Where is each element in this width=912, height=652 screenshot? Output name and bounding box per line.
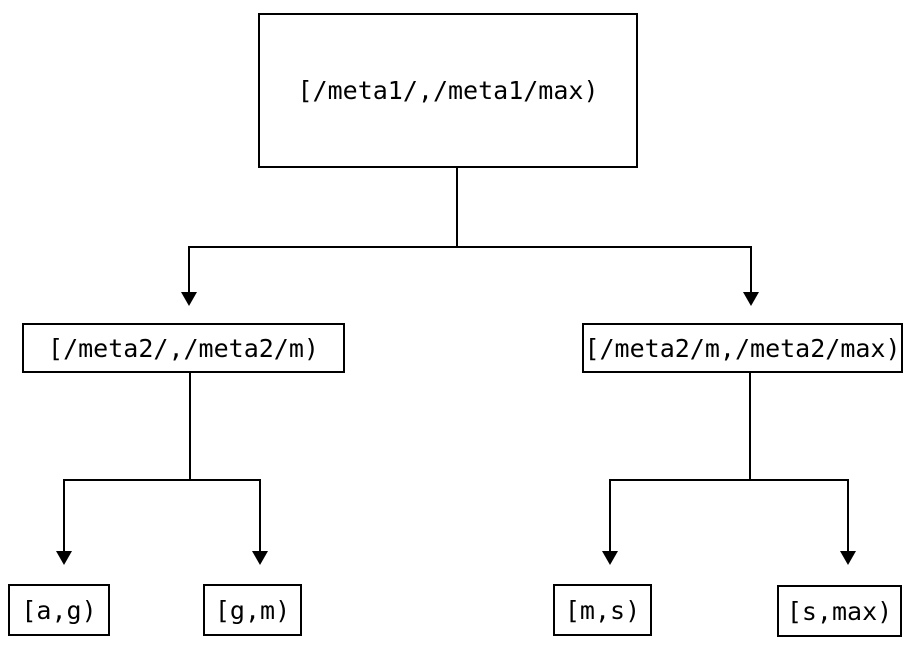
- node-root-range: [/meta1/,/meta1/max): [258, 13, 638, 168]
- connector-root-drop-right: [750, 246, 752, 293]
- node-leaf-ag-range: [a,g): [8, 584, 110, 636]
- connector-left-drop-right: [259, 479, 261, 552]
- arrow-down-icon: [56, 551, 72, 565]
- arrow-down-icon: [602, 551, 618, 565]
- node-meta2-right-range: [/meta2/m,/meta2/max): [582, 323, 903, 373]
- node-leaf-gm-range: [g,m): [203, 584, 302, 636]
- node-leaf-ms-range: [m,s): [553, 584, 652, 636]
- connector-root-drop-left: [188, 246, 190, 293]
- arrow-down-icon: [840, 551, 856, 565]
- connector-left-stem: [189, 373, 191, 481]
- node-meta2-left-range: [/meta2/,/meta2/m): [22, 323, 345, 373]
- connector-left-drop-left: [63, 479, 65, 552]
- arrow-down-icon: [743, 292, 759, 306]
- arrow-down-icon: [252, 551, 268, 565]
- connector-root-bar: [188, 246, 752, 248]
- arrow-down-icon: [181, 292, 197, 306]
- connector-right-drop-left: [609, 479, 611, 552]
- node-leaf-smax-range: [s,max): [777, 585, 902, 637]
- connector-right-drop-right: [847, 479, 849, 552]
- connector-root-stem: [456, 168, 458, 248]
- connector-left-bar: [63, 479, 261, 481]
- connector-right-bar: [609, 479, 849, 481]
- connector-right-stem: [749, 373, 751, 481]
